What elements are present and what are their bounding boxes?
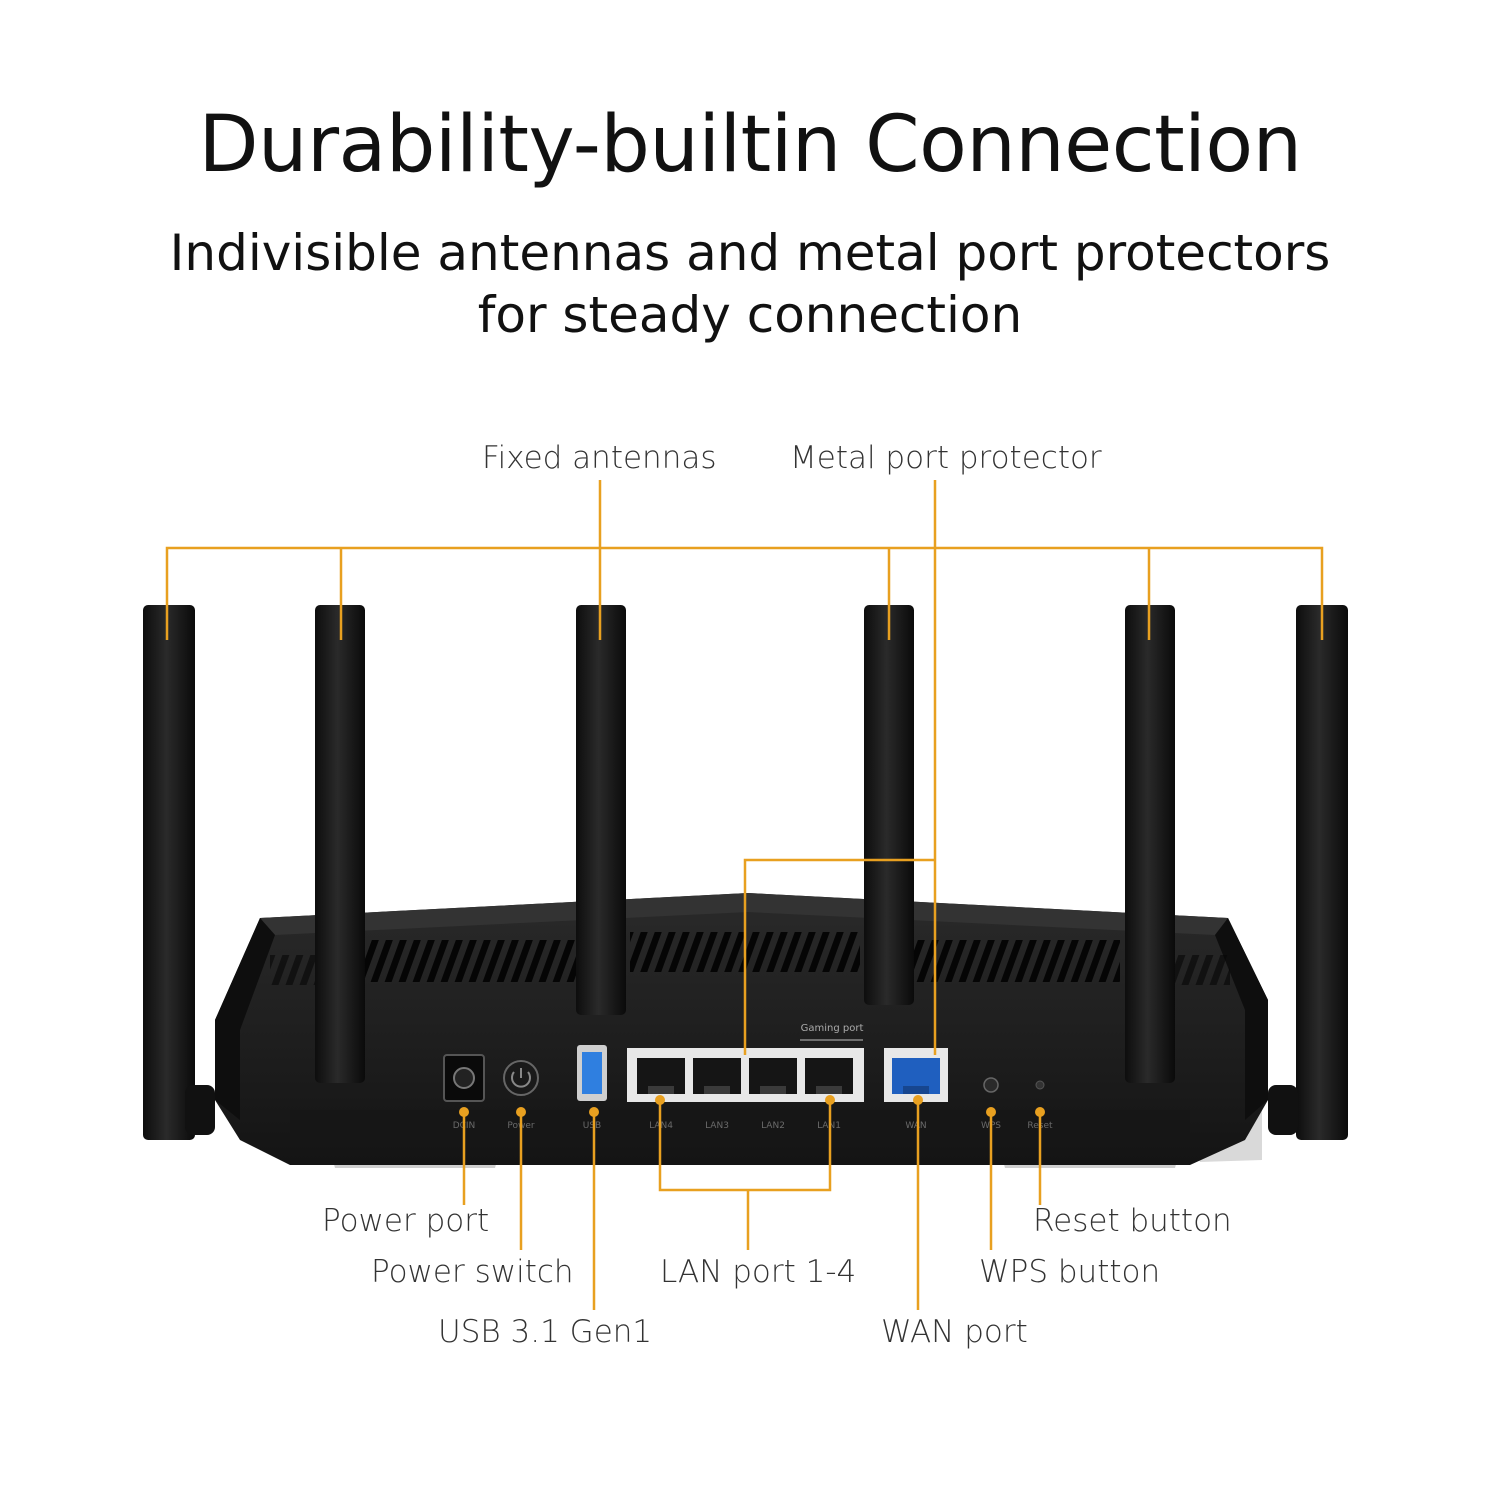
leader-antennas-bracket <box>165 546 1324 640</box>
port-label-lan2: LAN2 <box>761 1121 785 1131</box>
subtitle-line-1: Indivisible antennas and metal port prot… <box>169 224 1331 282</box>
antenna-hinge-left <box>185 1085 215 1135</box>
subtitle-line-2: for steady connection <box>477 286 1023 344</box>
callout-wps-button: WPS button <box>979 1254 1161 1290</box>
leader-dot-power-port <box>459 1107 469 1117</box>
callout-usb: USB 3.1 Gen1 <box>438 1314 653 1350</box>
lan-port-2-notch <box>760 1086 786 1094</box>
antenna-3 <box>576 605 626 1015</box>
power-icon <box>511 1068 531 1088</box>
lan-port-4-notch <box>648 1086 674 1094</box>
router-side-right <box>1215 918 1268 1120</box>
page-title: Durability-builtin Connection <box>198 100 1302 190</box>
callout-power-switch: Power switch <box>371 1254 574 1290</box>
antenna-5 <box>1125 605 1175 1083</box>
page-subtitle: Indivisible antennas and metal port prot… <box>0 222 1500 346</box>
leader-dot-reset <box>1035 1107 1045 1117</box>
wan-port-notch <box>903 1086 929 1094</box>
usb-port-insert <box>582 1052 602 1094</box>
router-side-left <box>215 918 275 1120</box>
router-vents-left <box>365 940 580 982</box>
leader-metal-protector-bracket <box>743 858 935 1055</box>
port-label-lan3: LAN3 <box>705 1121 729 1131</box>
callout-reset-button: Reset button <box>1033 1203 1232 1239</box>
router-ports: Gaming port <box>443 1023 1045 1102</box>
antenna-6 <box>1296 605 1348 1140</box>
leader-dot-lan1 <box>825 1095 835 1105</box>
leader-dot-wan <box>913 1095 923 1105</box>
leader-dot-usb <box>589 1107 599 1117</box>
lan-port-1-notch <box>816 1086 842 1094</box>
antenna-2 <box>315 605 365 1083</box>
reset-button <box>1035 1080 1045 1090</box>
leader-dot-lan4 <box>655 1095 665 1105</box>
callout-lan-ports: LAN port 1-4 <box>660 1254 857 1290</box>
wps-button <box>983 1077 999 1093</box>
router-vents-right <box>910 940 1120 982</box>
lan-port-3-notch <box>704 1086 730 1094</box>
antenna-hinge-right <box>1268 1085 1298 1135</box>
antenna-1 <box>143 605 195 1140</box>
antennas <box>143 605 1348 1140</box>
router-port-strip <box>290 1110 1190 1140</box>
callout-fixed-antennas: Fixed antennas <box>482 440 717 476</box>
leader-lan-ports <box>658 1100 832 1250</box>
leader-lines <box>165 480 1324 1310</box>
callout-power-port: Power port <box>322 1203 490 1239</box>
antenna-4 <box>864 605 914 1005</box>
leader-dot-power-switch <box>516 1107 526 1117</box>
port-label-wan: WAN <box>905 1121 926 1131</box>
port-label-usb: USB <box>583 1121 601 1131</box>
gaming-port-label: Gaming port <box>801 1023 864 1034</box>
leader-dots <box>459 1095 1045 1117</box>
callout-wan-port: WAN port <box>881 1314 1028 1350</box>
callout-metal-port-protector: Metal port protector <box>790 440 1102 476</box>
router-vents-far-right <box>1170 955 1230 985</box>
power-port-hole <box>453 1067 475 1089</box>
leader-dot-wps <box>986 1107 996 1117</box>
